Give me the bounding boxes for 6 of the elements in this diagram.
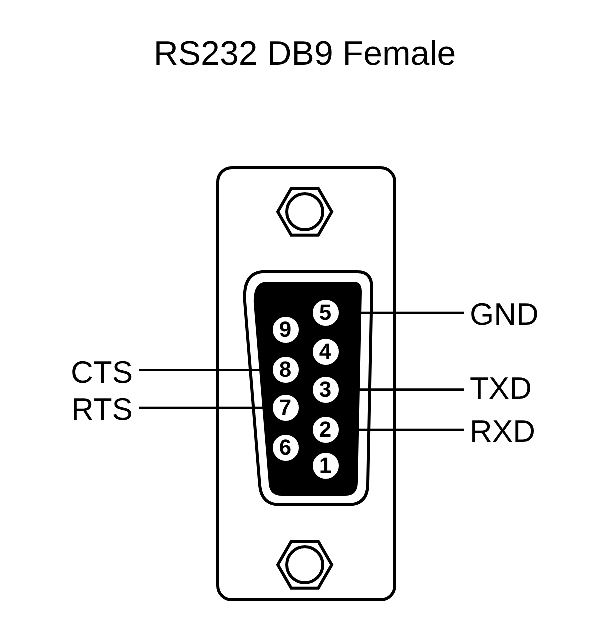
signal-label: TXD xyxy=(470,372,532,406)
signal-label: RTS xyxy=(72,393,133,427)
signal-label: RXD xyxy=(470,415,536,449)
diagram-title: RS232 DB9 Female xyxy=(152,35,458,74)
signal-label: GND xyxy=(470,298,539,332)
signal-label: CTS xyxy=(71,356,133,390)
